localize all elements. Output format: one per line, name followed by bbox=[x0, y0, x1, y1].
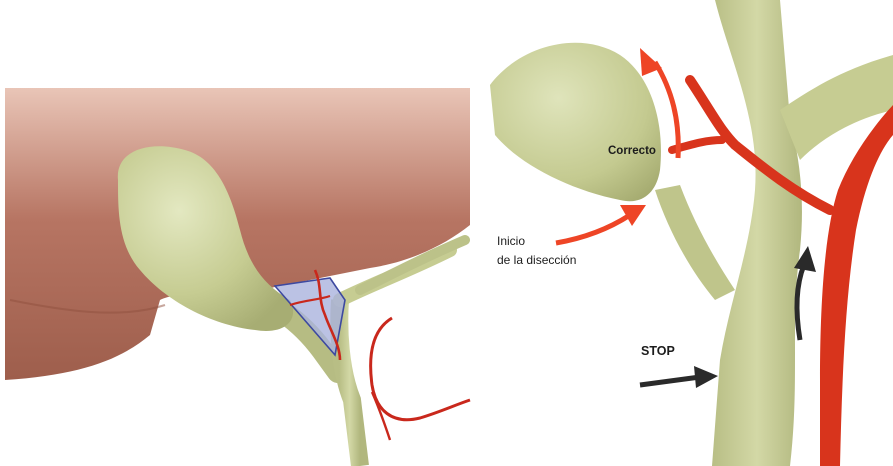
arrow-dark bbox=[694, 366, 718, 388]
arrow-red bbox=[620, 205, 646, 226]
right-hepatic-artery bbox=[820, 105, 893, 466]
arrow-dark bbox=[640, 377, 700, 385]
arrow-red bbox=[556, 215, 630, 243]
inicio-label: Inicio bbox=[497, 234, 525, 248]
diseccion-label: de la disección bbox=[497, 253, 576, 267]
right-panel bbox=[490, 0, 893, 466]
right-common-duct bbox=[712, 0, 802, 466]
right-gallbladder bbox=[490, 43, 661, 201]
common-bile-duct bbox=[339, 300, 360, 466]
hepatic-artery bbox=[371, 318, 470, 420]
right-cystic-duct bbox=[655, 185, 735, 300]
left-panel bbox=[5, 88, 470, 466]
correcto-label: Correcto bbox=[608, 145, 656, 157]
arrow-dark bbox=[797, 265, 804, 340]
hepatic-artery-branch bbox=[372, 392, 390, 440]
stop-label: STOP bbox=[641, 344, 675, 358]
